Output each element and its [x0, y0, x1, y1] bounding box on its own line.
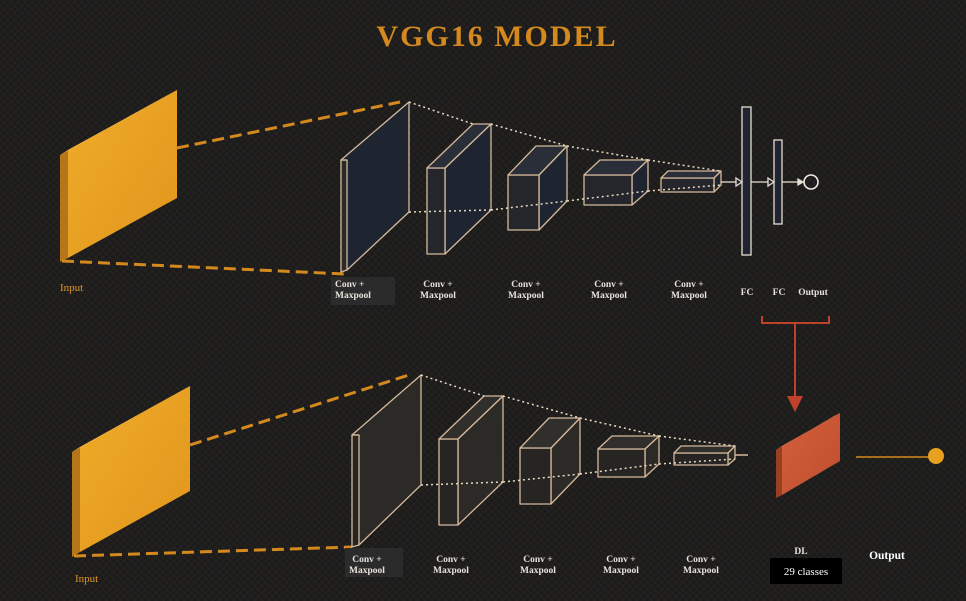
top-block-label-5: Conv +Maxpool: [671, 280, 707, 301]
top-input-panel: [60, 90, 177, 262]
bottom-conv-block-1: [351, 374, 422, 548]
bottom-input-panel: [72, 386, 190, 557]
dl-label: DL: [794, 547, 807, 557]
bottom-connector-upper: [189, 372, 413, 447]
bottom-dotted-connectors: [420, 374, 736, 486]
top-conv-block-2: [426, 123, 492, 255]
bottom-block-label-3: Conv +Maxpool: [520, 555, 556, 576]
top-conv-block-3: [507, 145, 568, 231]
bottom-conv-block-3: [519, 417, 581, 505]
top-block-label-2: Conv +Maxpool: [420, 280, 456, 301]
top-flow-arrows: [721, 176, 805, 188]
dl-sublabel: 29 classes: [784, 566, 828, 578]
bottom-conv-block-5: [673, 445, 736, 466]
top-conv-block-5: [660, 170, 722, 193]
bottom-connector-lower: [73, 545, 353, 558]
page-title: VGG16 MODEL: [376, 20, 617, 53]
bottom-block-label-2: Conv +Maxpool: [433, 555, 469, 576]
top-block-label-3: Conv +Maxpool: [508, 280, 544, 301]
top-conv-block-1: [340, 101, 410, 273]
top-fc-layer-1: [741, 106, 752, 256]
dl-sublabel-box: [770, 558, 842, 584]
bottom-output-node: [928, 448, 944, 464]
bottom-input-label: Input: [75, 573, 98, 585]
top-connector-lower: [61, 259, 346, 276]
bottom-diagram: Input Conv +Maxpool Conv +Maxpool Conv +…: [72, 372, 944, 585]
top-fc-layer-2: [773, 139, 783, 225]
top-block-label-bg-1: [331, 277, 395, 305]
bottom-block-label-4: Conv +Maxpool: [603, 555, 639, 576]
dl-layer-panel: [776, 413, 840, 498]
bottom-block-label-5: Conv +Maxpool: [683, 555, 719, 576]
top-output-label: Output: [798, 288, 828, 298]
transfer-bracket: [761, 316, 830, 412]
top-block-label-4: Conv +Maxpool: [591, 280, 627, 301]
top-output-node: [803, 174, 819, 190]
top-conv-block-4: [583, 159, 649, 206]
top-fc-label-1: FC: [741, 288, 754, 298]
top-dotted-connectors: [408, 101, 722, 213]
bottom-conv-block-2: [438, 395, 504, 526]
top-diagram: Input Conv +Maxpool Conv +Maxpool Conv +…: [60, 90, 829, 305]
bottom-block-label-bg-1: [345, 548, 403, 577]
bottom-block-label-1: Conv +Maxpool: [349, 555, 385, 576]
bottom-conv-block-4: [597, 435, 660, 478]
top-fc-label-2: FC: [773, 288, 786, 298]
bottom-output-label: Output: [869, 550, 905, 562]
top-connector-upper: [176, 100, 401, 150]
top-block-label-1: Conv +Maxpool: [335, 280, 371, 301]
top-input-label: Input: [60, 282, 83, 294]
